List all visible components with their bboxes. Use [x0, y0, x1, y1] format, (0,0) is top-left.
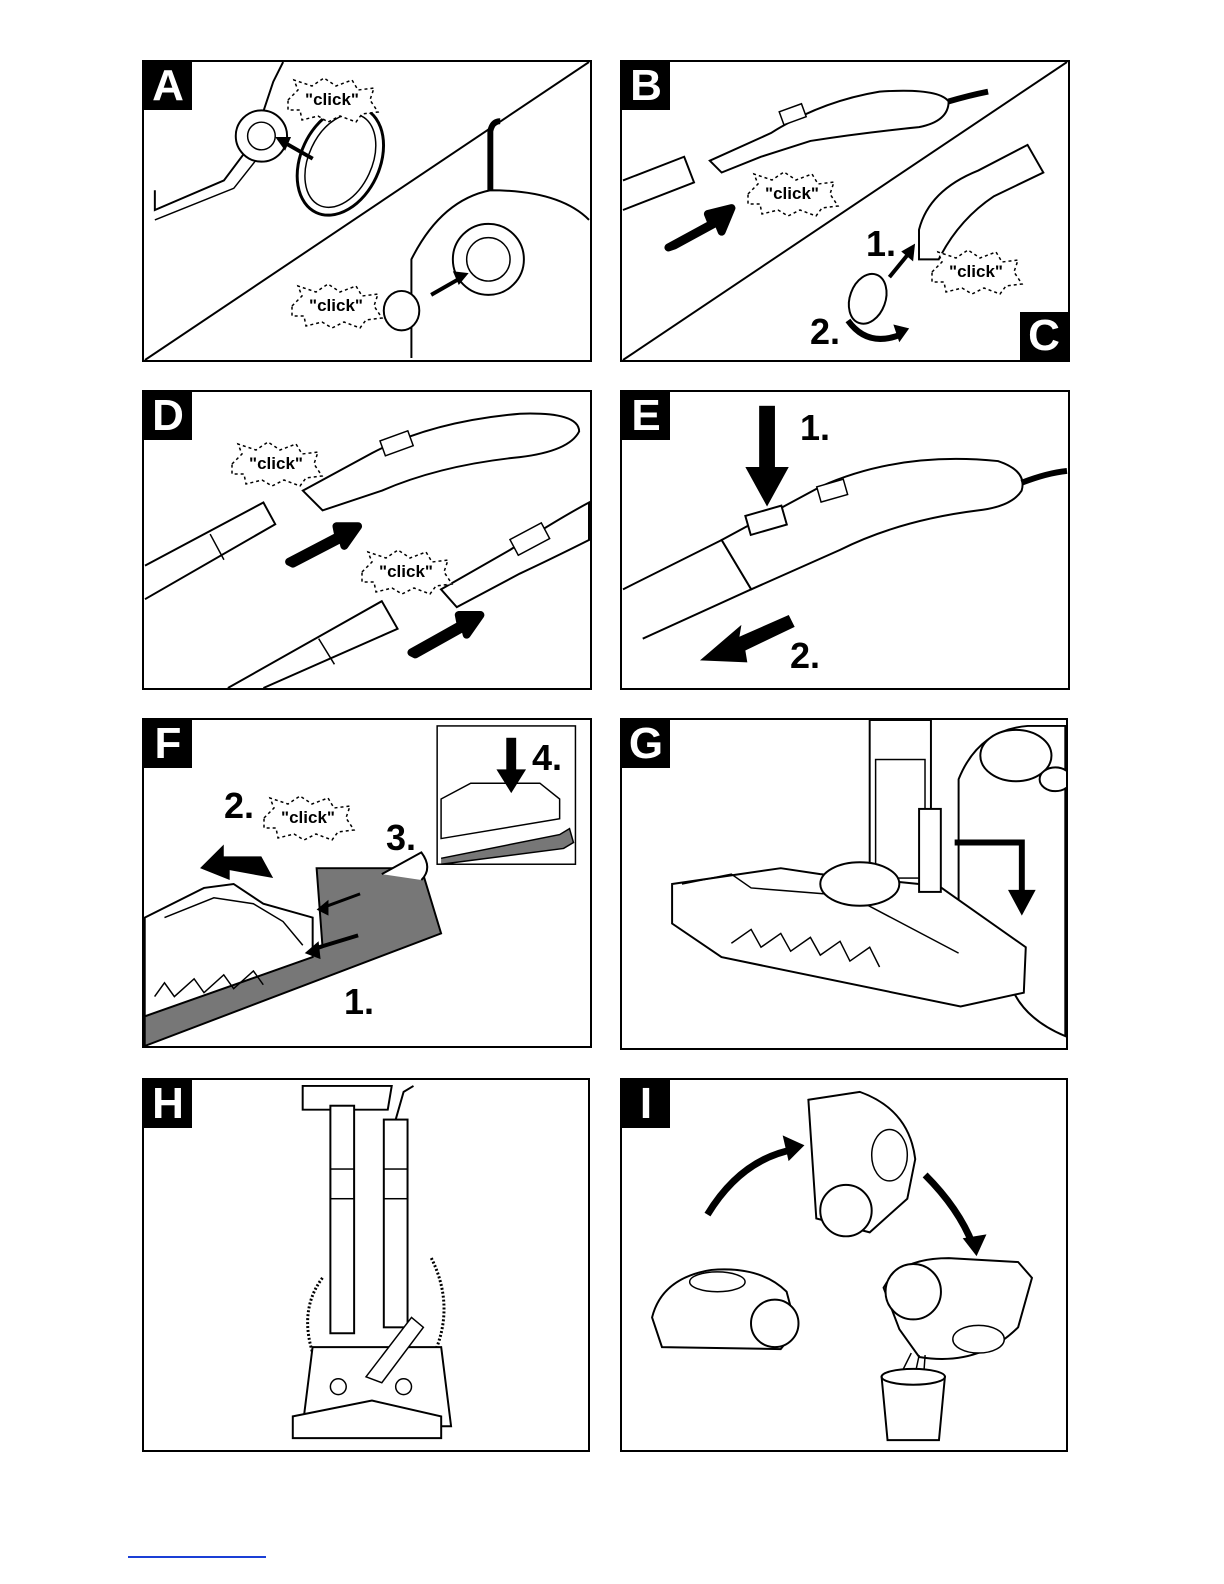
click-label: "click"	[744, 170, 840, 218]
panel-h-illustration	[144, 1080, 588, 1450]
arrow-icon	[668, 208, 731, 247]
click-label: "click"	[260, 794, 356, 842]
appliance-icon	[411, 190, 589, 358]
panel-g-illustration	[622, 720, 1066, 1048]
panel-letter-e: E	[622, 392, 670, 440]
step-label: 4.	[532, 740, 562, 776]
panel-i: I	[620, 1078, 1068, 1452]
panel-bc: B C "click" "click" 1. 2.	[620, 60, 1070, 362]
step-label: 1.	[800, 410, 830, 446]
click-burst-icon: "click"	[260, 794, 356, 842]
panel-bc-illustration	[622, 62, 1068, 360]
click-label: "click"	[358, 548, 454, 596]
click-burst-icon: "click"	[358, 548, 454, 596]
panel-letter-g: G	[622, 720, 670, 768]
panel-letter-h: H	[144, 1080, 192, 1128]
arrow-icon	[289, 526, 358, 563]
footer-link-underline	[128, 1556, 266, 1558]
panel-letter-c: C	[1020, 312, 1068, 360]
panel-d: D "click" "click"	[142, 390, 592, 690]
click-burst-icon: "click"	[928, 248, 1024, 296]
click-label: "click"	[928, 248, 1024, 296]
handle-icon	[303, 414, 579, 511]
nozzle-icon	[919, 145, 1043, 259]
arrow-icon	[759, 406, 775, 469]
panel-h: H	[142, 1078, 590, 1452]
handle-icon	[710, 91, 949, 173]
step-label: 1.	[344, 984, 374, 1020]
click-label: "click"	[284, 76, 380, 124]
cap-icon	[384, 291, 420, 330]
panel-e-illustration	[622, 392, 1068, 688]
filter-socket-icon	[236, 110, 287, 161]
panel-a: A "click" "click"	[142, 60, 592, 362]
panel-letter-i: I	[622, 1080, 670, 1128]
arrow-icon	[783, 1135, 805, 1161]
click-burst-icon: "click"	[744, 170, 840, 218]
click-burst-icon: "click"	[284, 76, 380, 124]
step-label: 2.	[790, 638, 820, 674]
panel-g: G	[620, 718, 1068, 1050]
panel-i-illustration	[622, 1080, 1066, 1450]
step-label: 1.	[866, 226, 896, 262]
step-label: 2.	[810, 314, 840, 350]
panel-letter-b: B	[622, 62, 670, 110]
cup-icon	[882, 1377, 945, 1440]
panel-f: F "click" 2. 3. 4. 1.	[142, 718, 592, 1048]
panel-letter-d: D	[144, 392, 192, 440]
click-burst-icon: "click"	[288, 282, 384, 330]
click-label: "click"	[288, 282, 384, 330]
panel-e: E 1. 2.	[620, 390, 1070, 690]
click-label: "click"	[228, 440, 324, 488]
panel-d-illustration	[144, 392, 590, 688]
click-burst-icon: "click"	[228, 440, 324, 488]
step-label: 3.	[386, 820, 416, 856]
panel-letter-f: F	[144, 720, 192, 768]
step-label: 2.	[224, 788, 254, 824]
panel-letter-a: A	[144, 62, 192, 110]
